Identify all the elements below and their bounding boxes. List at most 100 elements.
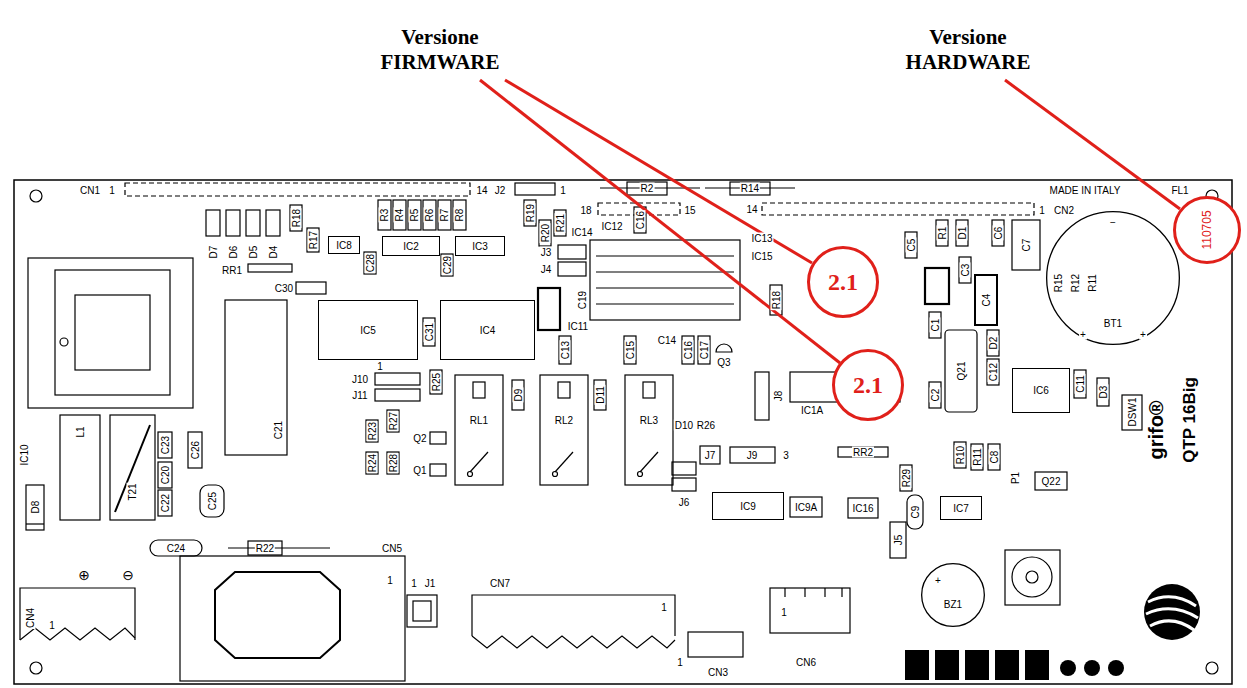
designator-label: C28 (365, 253, 376, 273)
designator-label: R24 (367, 453, 378, 473)
designator-label: 1 (780, 607, 788, 618)
designator-label: C11 (1075, 374, 1086, 394)
mounting-hole (30, 662, 42, 674)
trimmer-outline (1005, 550, 1060, 605)
jumper-outline (890, 522, 906, 558)
connector-pin (785, 588, 842, 597)
jumper-outline (375, 373, 420, 385)
diode-outline (266, 210, 280, 236)
ic-outline: IC5 (318, 300, 418, 360)
designator-label: RR1 (221, 265, 243, 276)
version-callout: 2.1 (807, 246, 879, 318)
capacitor-outline (1074, 370, 1086, 398)
designator-label: R25 (431, 372, 442, 392)
marking-bar (935, 650, 959, 680)
designator-label: IC11 (567, 321, 589, 332)
resistor-symbol (378, 200, 391, 230)
socket-line (596, 303, 734, 304)
designator-label: CN3 (707, 667, 729, 678)
designator-label: C29 (442, 255, 453, 275)
designator-label: C26 (190, 440, 201, 460)
capacitor-outline (441, 254, 453, 276)
version-callout: 2.1 (832, 349, 904, 421)
designator-label: R10 (955, 445, 966, 465)
marking-bar (1025, 650, 1049, 680)
designator-label: IC13 (750, 233, 773, 244)
designator-label: R15 (1053, 273, 1064, 293)
designator-label: CN5 (381, 543, 403, 554)
buzzer-outline: BZ1 (921, 563, 985, 627)
designator-label: C7 (1021, 238, 1032, 253)
jumper-outline (672, 478, 696, 491)
relay-switch (553, 472, 558, 477)
designator-label: C3 (960, 263, 971, 278)
resistor-symbol (438, 200, 451, 230)
designator-label: IC16 (851, 503, 874, 514)
connector-outline (125, 183, 470, 196)
designator-label: R18 (291, 208, 302, 228)
resistor-symbol (539, 220, 551, 246)
trimmer-outline (1012, 557, 1052, 597)
designator-label: D2 (988, 336, 999, 351)
designator-label: IC1A (800, 405, 824, 416)
designator-label: R2 (640, 183, 655, 194)
jumper-outline (700, 446, 720, 464)
designator-label: FL1 (1170, 185, 1189, 196)
designator-label: CN1 (79, 185, 101, 196)
connector-outline (688, 632, 743, 657)
designator-label: C2 (930, 388, 941, 403)
diode-outline (594, 380, 606, 410)
node-text: BZ1 (944, 599, 962, 610)
ic-outline: IC7 (940, 496, 982, 520)
transformer-mark (115, 425, 150, 512)
designator-label: + (934, 575, 942, 586)
marking-dot (1108, 660, 1124, 676)
designator-label: C14 (657, 335, 677, 346)
resistor-symbol (307, 228, 319, 252)
ic-outline: IC4 (440, 300, 535, 360)
resistor-symbol (900, 465, 912, 491)
logo-symbol (1146, 609, 1198, 618)
designator-label: J5 (893, 534, 904, 547)
logo-symbol (1148, 597, 1196, 606)
designator-label: R27 (388, 411, 399, 431)
designator-label: D6 (228, 245, 239, 260)
designator-label: Q22 (1041, 476, 1062, 487)
transistor-symbol (1035, 472, 1067, 490)
designator-label: J7 (704, 450, 717, 461)
connector-outline (20, 628, 135, 640)
marking-dot (1060, 660, 1076, 676)
designator-label: J2 (494, 185, 507, 196)
designator-label: R21 (555, 213, 566, 233)
designator-label: C6 (993, 226, 1004, 241)
resistor-symbol (1052, 272, 1064, 294)
node-text: IC3 (472, 241, 488, 252)
designator-label: C25 (207, 491, 218, 511)
designator-label: L1 (75, 425, 86, 438)
jumper-outline (375, 389, 420, 401)
node-text: IC5 (360, 325, 376, 336)
designator-label: + (1139, 329, 1147, 340)
designator-label: C31 (424, 322, 435, 342)
designator-label: C12 (988, 362, 999, 382)
battery-outline: BT1 (1046, 211, 1180, 345)
capacitor-outline (698, 336, 710, 364)
resistor-symbol (936, 220, 948, 246)
designator-label: CN6 (795, 657, 817, 668)
designator-label: C13 (560, 340, 571, 360)
relay-switch (555, 452, 573, 472)
node-outline-circle (1175, 198, 1240, 263)
designator-label: CN7 (489, 578, 511, 589)
pcb-outline (14, 180, 1232, 684)
jumper-outline (558, 262, 586, 276)
trimmer-outline (1026, 571, 1038, 583)
ic-outline: IC3 (455, 236, 505, 256)
relay-pin (558, 382, 570, 398)
capacitor-outline (959, 257, 971, 283)
relay-switch (638, 472, 643, 477)
designator-label: R11 (1087, 273, 1098, 293)
ic-outline: IC6 (1012, 368, 1070, 413)
designator-label: D3 (1098, 385, 1109, 400)
capacitor-outline (559, 336, 571, 364)
